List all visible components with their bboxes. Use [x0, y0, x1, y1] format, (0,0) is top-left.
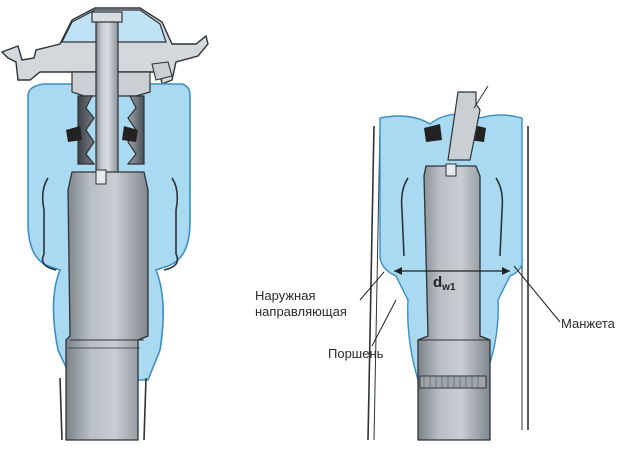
- left-seal-right: [122, 126, 138, 142]
- leader-outer-guide: [359, 271, 385, 301]
- diameter-subscript: w1: [442, 282, 456, 293]
- right-seal-left: [424, 124, 442, 142]
- right-piston: [417, 165, 491, 441]
- leader-cuff: [513, 265, 561, 323]
- outer-guide-label-line2: направляющая: [255, 304, 347, 319]
- diameter-label: dw1: [433, 275, 456, 296]
- outer-guide-wall-left: [367, 125, 375, 441]
- right-detail-assembly: [359, 85, 561, 441]
- knurled-ring: [419, 375, 487, 389]
- leader-piston: [371, 299, 397, 347]
- diameter-dimension: [394, 267, 510, 275]
- left-strut-assembly: [0, 7, 209, 441]
- outer-guide-label: Наружная направляющая: [255, 288, 347, 320]
- left-seal-left: [66, 126, 82, 142]
- left-damper-tube: [65, 171, 149, 441]
- cuff-label: Манжета: [561, 316, 615, 331]
- diameter-main: d: [433, 274, 443, 291]
- outer-guide-label-line1: Наружная: [255, 288, 316, 303]
- left-piston-rod: [95, 17, 119, 179]
- piston-label: Поршень: [328, 346, 384, 361]
